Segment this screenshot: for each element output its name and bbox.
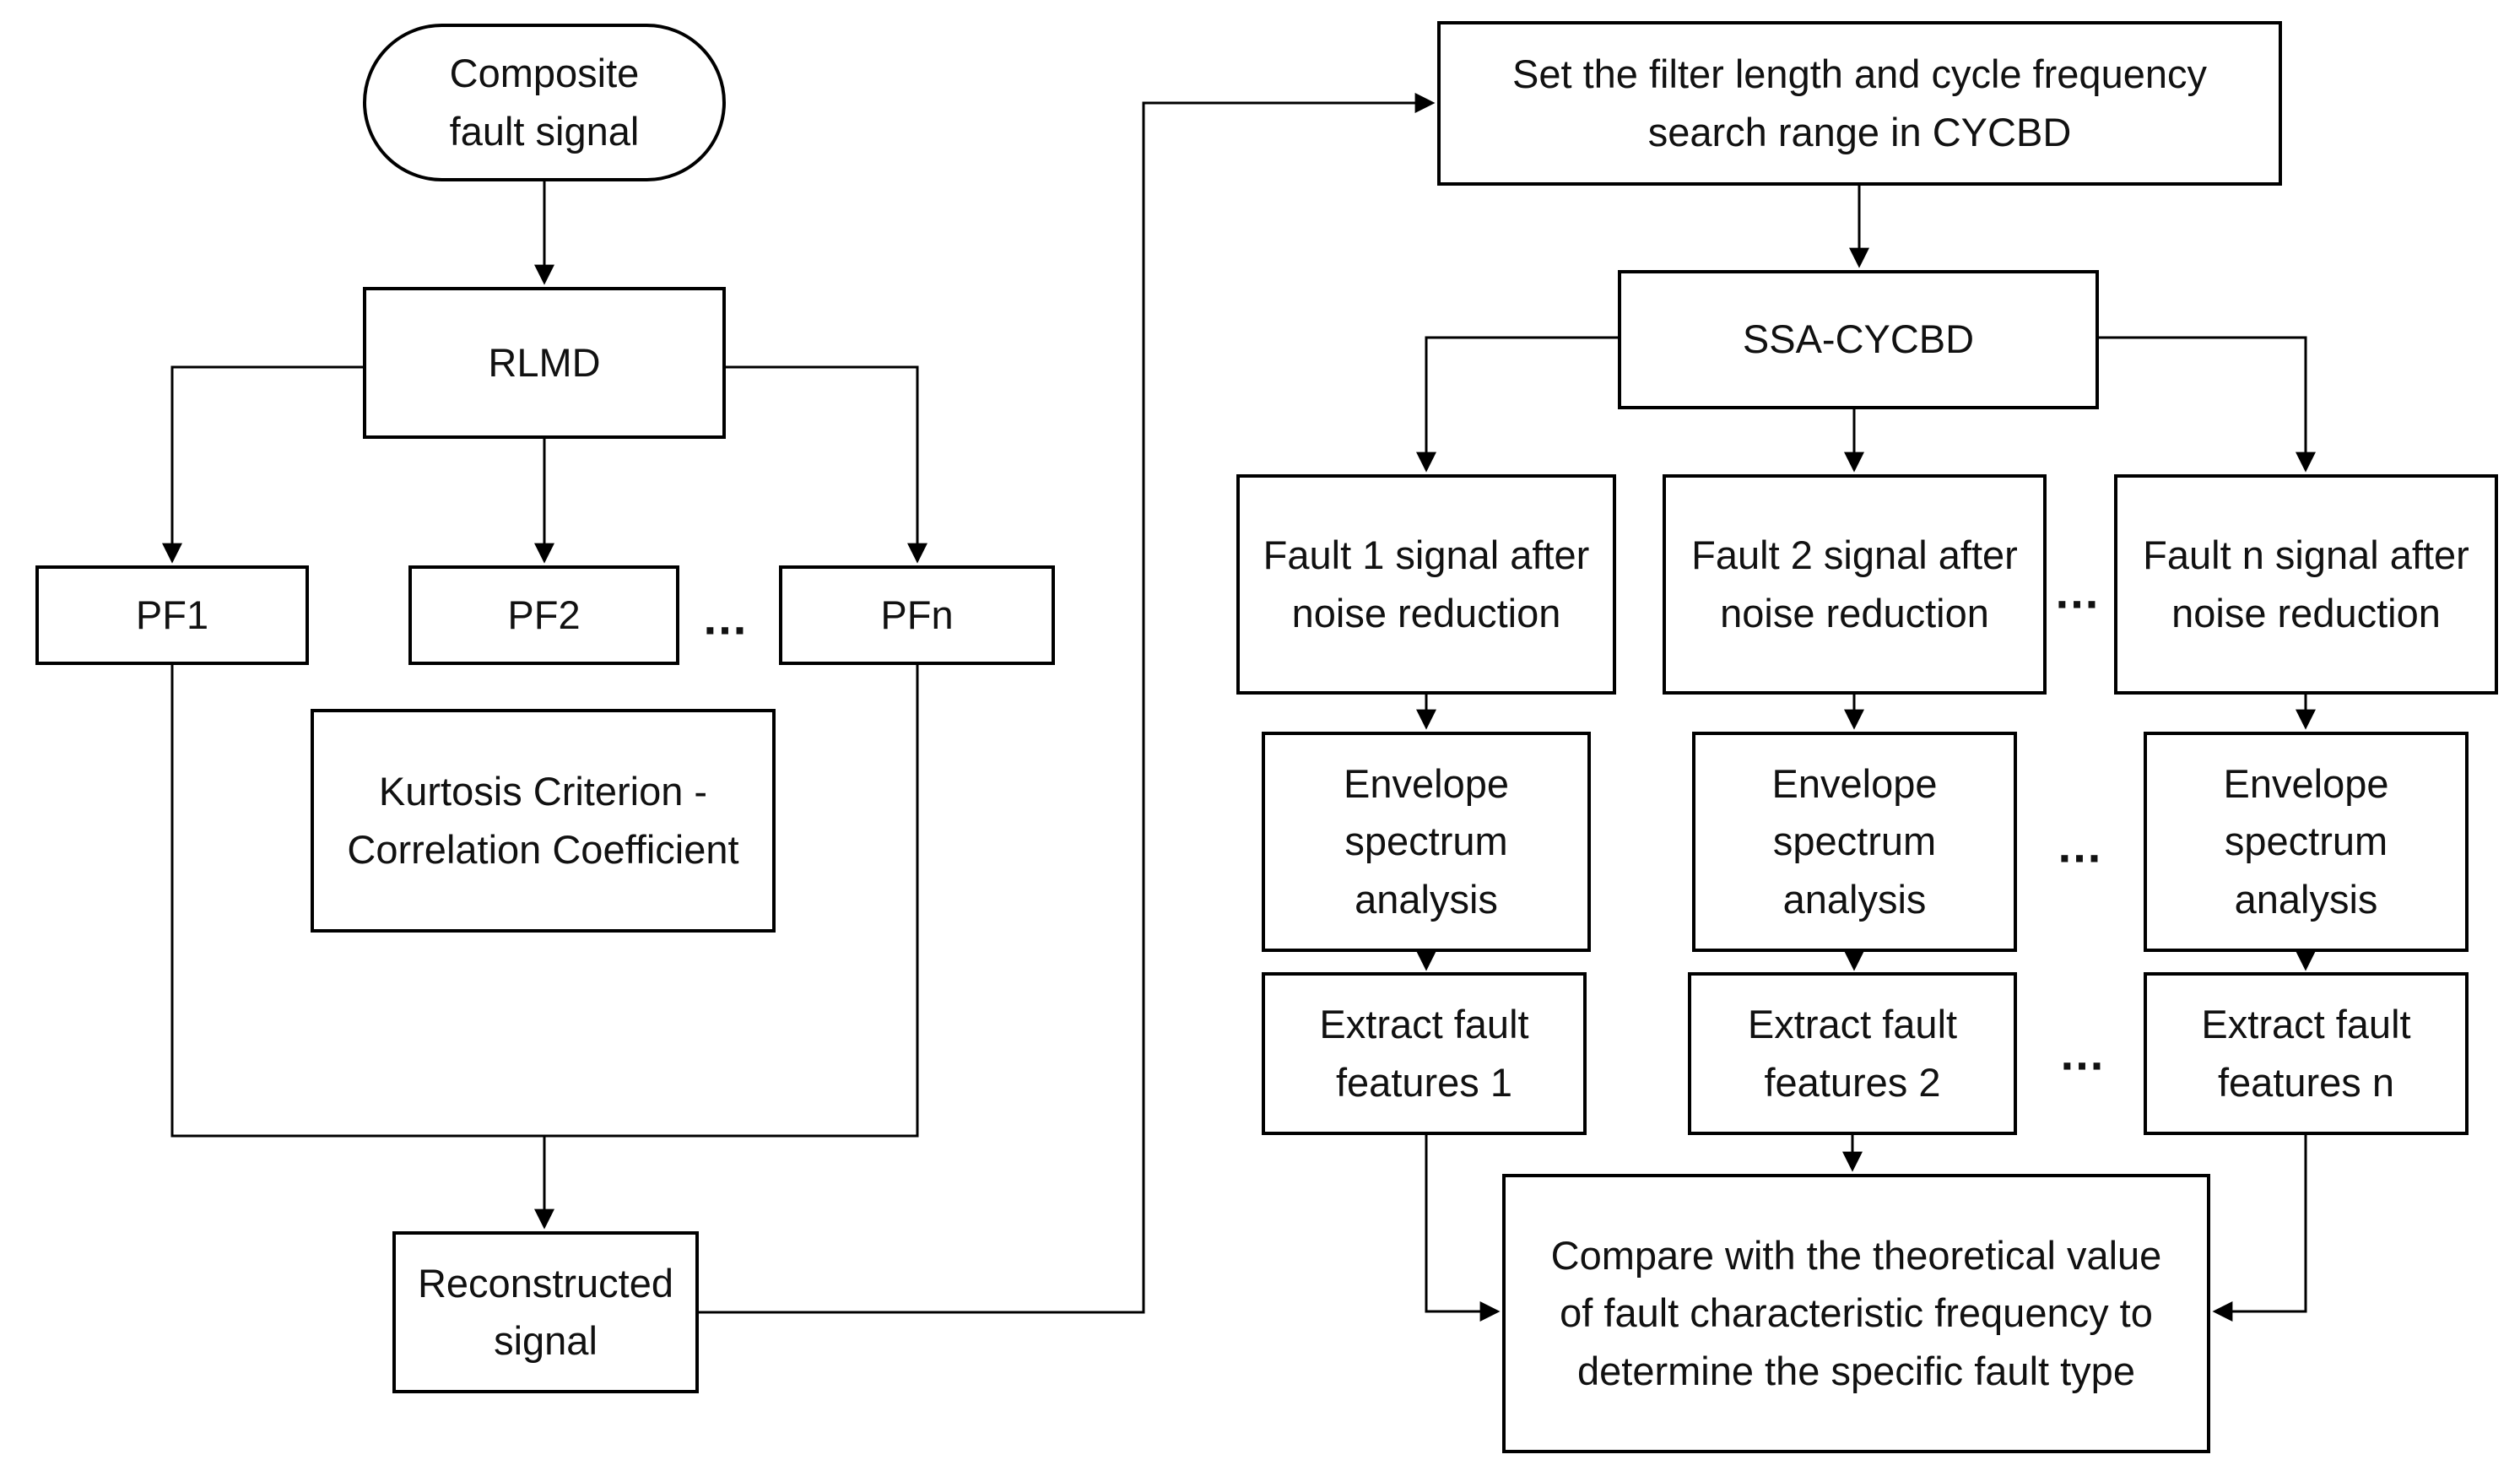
node-pfn: PFn xyxy=(779,565,1055,665)
node-rlmd: RLMD xyxy=(363,287,726,439)
node-label: Set the filter length and cycle frequenc… xyxy=(1512,51,2207,154)
node-compare-fault-type: Compare with the theoretical value of fa… xyxy=(1502,1174,2210,1453)
node-label: PFn xyxy=(880,592,954,637)
node-pf1: PF1 xyxy=(35,565,309,665)
node-label: PF1 xyxy=(135,592,209,637)
node-label: Reconstructed signal xyxy=(417,1260,674,1363)
node-label: PF2 xyxy=(507,592,581,637)
node-label: Fault 2 signal after noise reduction xyxy=(1691,533,2018,635)
connector-reconstructed-to-setfilter xyxy=(699,93,1436,1314)
node-extract-features-1: Extract fault features 1 xyxy=(1262,972,1587,1135)
node-pf2: PF2 xyxy=(408,565,679,665)
node-reconstructed-signal: Reconstructed signal xyxy=(392,1231,699,1393)
ellipsis-envelope: ... xyxy=(2058,819,2103,873)
node-label: SSA-CYCBD xyxy=(1742,316,1975,362)
node-envelope-spectrum-n: Envelope spectrum analysis xyxy=(2144,732,2469,952)
ellipsis-pf: ... xyxy=(703,591,749,645)
node-label: Envelope spectrum analysis xyxy=(1771,761,1938,922)
connector-ssa-to-fault1 xyxy=(1416,336,1618,473)
node-ssa-cycbd: SSA-CYCBD xyxy=(1618,270,2099,409)
node-label: RLMD xyxy=(488,339,601,385)
node-label: Extract fault features 1 xyxy=(1319,1002,1529,1105)
node-extract-features-2: Extract fault features 2 xyxy=(1688,972,2017,1135)
connector-rlmd-to-pf1 xyxy=(162,365,363,564)
node-extract-features-n: Extract fault features n xyxy=(2144,972,2469,1135)
connector-extn-to-compare xyxy=(2212,1135,2307,1322)
node-set-filter-length: Set the filter length and cycle frequenc… xyxy=(1437,21,2282,186)
node-kurtosis-criterion: Kurtosis Criterion - Correlation Coeffic… xyxy=(311,709,776,933)
connector-ssa-to-faultn xyxy=(2099,336,2316,473)
connector-ext1-to-compare xyxy=(1425,1135,1501,1322)
node-label: Fault 1 signal after noise reduction xyxy=(1263,533,1590,635)
node-fault2-signal: Fault 2 signal after noise reduction xyxy=(1663,474,2047,695)
node-label: Extract fault features 2 xyxy=(1747,1002,1958,1105)
node-envelope-spectrum-2: Envelope spectrum analysis xyxy=(1692,732,2017,952)
node-label: Composite fault signal xyxy=(449,51,640,154)
node-label: Envelope spectrum analysis xyxy=(2223,761,2389,922)
node-label: Kurtosis Criterion - Correlation Coeffic… xyxy=(347,769,739,872)
node-fault1-signal: Fault 1 signal after noise reduction xyxy=(1236,474,1616,695)
node-label: Envelope spectrum analysis xyxy=(1344,761,1509,922)
node-label: Extract fault features n xyxy=(2201,1002,2411,1105)
node-composite-fault-signal: Composite fault signal xyxy=(363,24,726,181)
node-envelope-spectrum-1: Envelope spectrum analysis xyxy=(1262,732,1591,952)
node-label: Compare with the theoretical value of fa… xyxy=(1550,1233,2162,1393)
node-label: Fault n signal after noise reduction xyxy=(2143,533,2469,635)
connector-rlmd-to-pfn xyxy=(726,365,927,564)
ellipsis-fault: ... xyxy=(2055,565,2101,619)
node-faultn-signal: Fault n signal after noise reduction xyxy=(2114,474,2498,695)
ellipsis-extract: ... xyxy=(2060,1026,2106,1080)
